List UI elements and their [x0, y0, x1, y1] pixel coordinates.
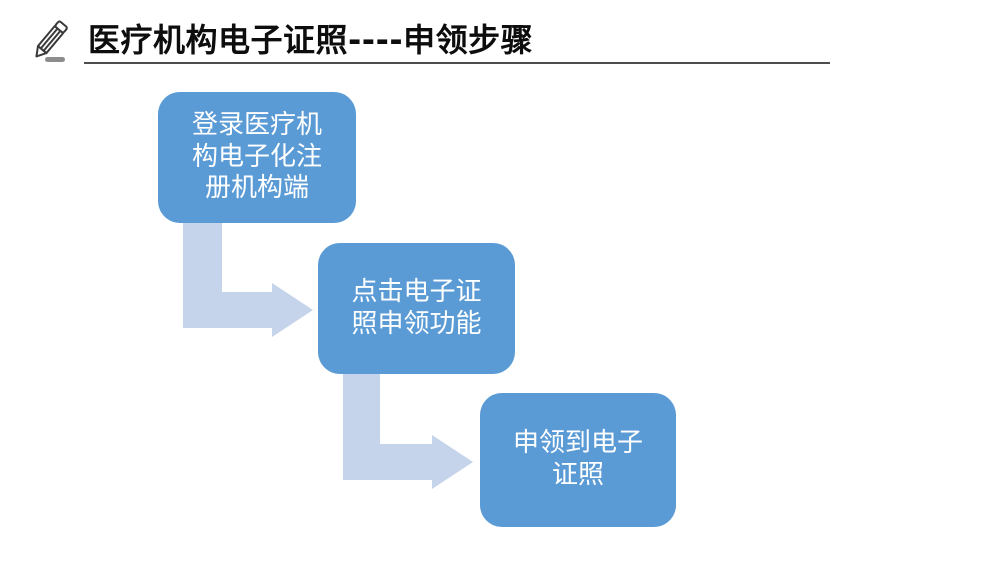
- flow-step-1-label: 登录医疗机 构电子化注 册机构端: [191, 109, 322, 204]
- flow-step-1-box: 登录医疗机 构电子化注 册机构端: [158, 92, 356, 223]
- pencil-ridge-line: [42, 30, 62, 52]
- title-divider: [84, 62, 830, 64]
- elbow-arrow-2: [343, 374, 473, 489]
- pencil-ridge-line: [40, 27, 59, 50]
- flow-step-3-label: 申领到电子 证照: [512, 428, 643, 490]
- elbow-arrow-1: [183, 223, 313, 337]
- flow-step-2-box: 点击电子证 照申领功能: [318, 243, 515, 374]
- pencil-icon: [28, 6, 80, 64]
- page-title: 医疗机构电子证照----申领步骤: [88, 21, 534, 59]
- flow-step-2-label: 点击电子证 照申领功能: [351, 276, 482, 339]
- pencil-underline-dash: [45, 57, 65, 62]
- flow-step-3-box: 申领到电子 证照: [480, 393, 676, 527]
- pencil-eraser: [54, 20, 68, 34]
- pencil-icon-graphic: [35, 20, 68, 62]
